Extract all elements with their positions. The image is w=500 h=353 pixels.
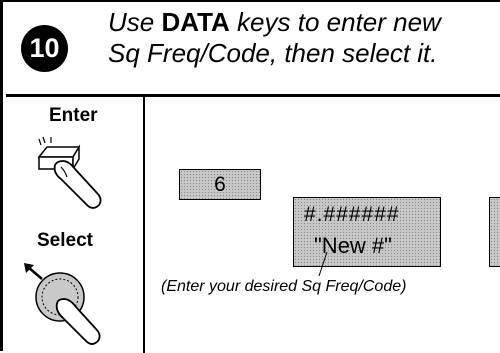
select-knob-turn-icon[interactable] [18,257,128,351]
select-label: Select [37,230,93,251]
instruction-line-1: Use DATA keys to enter new [108,7,441,37]
field-format-text: #.###### [304,203,400,226]
new-sq-freq-code-field[interactable]: #.###### "New #" [293,197,441,267]
step-instruction: Use DATA keys to enter new Sq Freq/Code,… [108,7,441,69]
instruction-line-2: Sq Freq/Code, then select it. [108,38,438,68]
data-keys-label: DATA [161,7,230,37]
step-header: 10 Use DATA keys to enter new Sq Freq/Co… [6,4,500,97]
field-value-text: "New #" [314,233,392,258]
callout-leader-line [318,251,328,277]
data-key-6-display: 6 [179,169,261,200]
next-display-box [489,197,500,267]
enter-label: Enter [49,105,98,126]
controls-column: Enter Select [6,97,145,353]
entry-note: (Enter your desired Sq Freq/Code) [161,278,407,295]
step-number-badge: 10 [21,25,68,72]
enter-key-press-icon[interactable] [31,135,111,215]
